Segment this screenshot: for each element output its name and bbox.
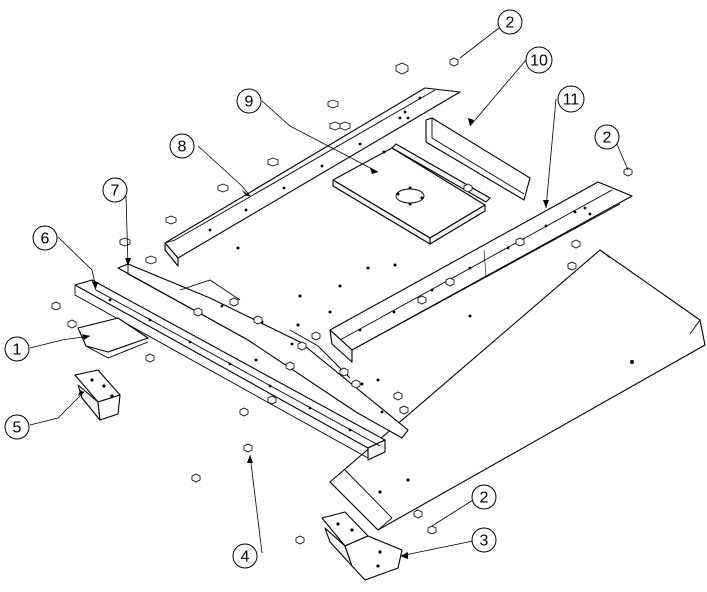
callout-2-top-label: 2 — [506, 15, 515, 32]
fasteners — [51, 57, 633, 545]
callout-9: 9 — [236, 88, 262, 114]
callout-2-bottom-label: 2 — [480, 490, 489, 507]
part-7-side-plate — [117, 263, 409, 439]
callout-6-label: 6 — [41, 231, 50, 248]
callout-1-label: 1 — [13, 342, 22, 359]
callout-7-label: 7 — [111, 183, 120, 200]
part-6-channel — [74, 279, 386, 461]
part-8-rail — [164, 87, 461, 267]
callout-10: 10 — [525, 46, 553, 74]
leader-lines — [29, 27, 629, 559]
callout-8: 8 — [169, 133, 195, 159]
callout-2-right: 2 — [594, 124, 620, 150]
callout-9-label: 9 — [245, 94, 254, 111]
floor-holes — [236, 246, 472, 386]
callout-2-top: 2 — [497, 9, 523, 35]
callout-11-label: 11 — [563, 92, 580, 109]
callout-5-label: 5 — [13, 420, 22, 437]
callout-10-label: 10 — [530, 53, 548, 70]
callout-6: 6 — [32, 225, 58, 251]
part-3-bracket — [321, 511, 403, 581]
callout-5: 5 — [4, 414, 30, 440]
part-5-bracket — [74, 369, 121, 421]
callout-8-label: 8 — [178, 139, 187, 156]
base-plate — [329, 249, 706, 531]
callout-1: 1 — [4, 336, 30, 362]
callout-3-label: 3 — [480, 533, 489, 550]
callout-4-label: 4 — [241, 549, 250, 566]
part-1-plate — [77, 317, 149, 359]
callout-2-right-label: 2 — [603, 130, 612, 147]
callout-7: 7 — [102, 177, 128, 203]
callout-4: 4 — [232, 543, 258, 569]
callout-2-bottom: 2 — [471, 484, 497, 510]
callout-3: 3 — [471, 527, 497, 553]
callout-11: 11 — [557, 85, 585, 113]
